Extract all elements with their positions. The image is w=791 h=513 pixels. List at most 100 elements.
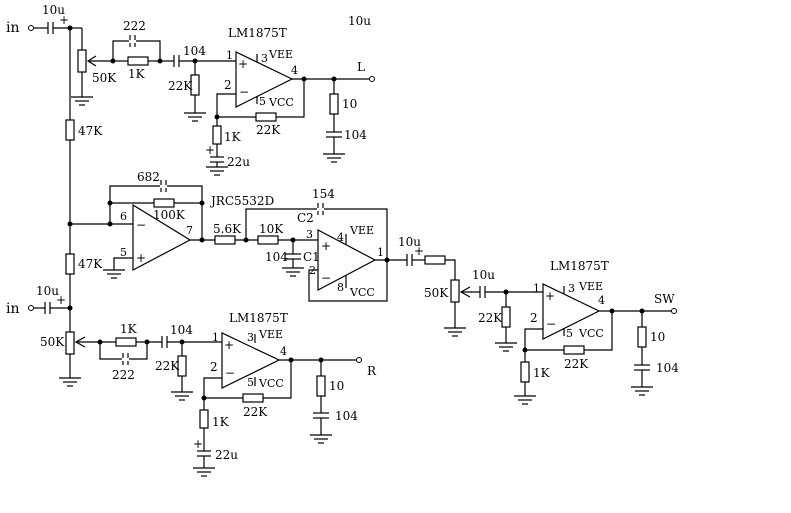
right-input-cap-label: 10u — [36, 284, 59, 298]
left-zobel-resistor — [329, 93, 339, 115]
left-volume-pot — [77, 49, 87, 73]
left-feedback-resistor — [255, 112, 277, 122]
left-zobel-res-label: 10 — [342, 97, 357, 111]
left-gain-cap-label: 22u — [227, 155, 250, 169]
left-amp-lm1875: + − — [235, 51, 294, 108]
svg-text:−: − — [225, 366, 235, 380]
svg-text:+: + — [193, 437, 203, 451]
right-feedback-res-label: 22K — [243, 405, 268, 419]
svg-text:3: 3 — [261, 52, 268, 65]
sub-amp-lm1875: + − — [542, 283, 601, 340]
left-input-label: in — [6, 20, 20, 36]
right-input-res-label: 22K — [155, 359, 180, 373]
left-gain-resistor — [212, 125, 222, 145]
left-bass-resistor — [127, 56, 149, 66]
left-input-capacitor — [47, 22, 54, 34]
lowpass-resistor — [257, 235, 279, 245]
svg-text:5: 5 — [566, 327, 573, 340]
left-pot-label: 50K — [92, 71, 117, 85]
left-feedback-res-label: 22K — [256, 123, 281, 137]
sub-zobel-resistor — [637, 326, 647, 348]
svg-text:6: 6 — [120, 210, 127, 223]
left-channel: in 10u + 50K 222 1K 104 — [6, 3, 375, 176]
mixer-amp-jrc5532: − + — [132, 203, 192, 271]
svg-text:+: + — [56, 293, 66, 307]
svg-text:VEE: VEE — [268, 48, 293, 61]
left-bass-cap-label: 222 — [123, 19, 146, 33]
sum-resistor-bottom — [65, 253, 75, 275]
c2-name-label: C2 — [297, 211, 314, 225]
svg-text:VCC: VCC — [578, 327, 604, 340]
svg-text:5: 5 — [120, 246, 127, 259]
svg-text:1: 1 — [533, 282, 540, 295]
svg-text:4: 4 — [280, 345, 287, 358]
left-bass-res-label: 1K — [128, 67, 146, 81]
svg-text:−: − — [321, 271, 331, 285]
svg-text:7: 7 — [186, 224, 193, 237]
svg-text:+: + — [321, 239, 331, 253]
svg-text:VCC: VCC — [258, 377, 284, 390]
sub-gain-resistor — [520, 361, 530, 383]
stray-label: 10u — [348, 14, 371, 28]
svg-text:3: 3 — [306, 228, 313, 241]
sub-channel: 10u 22K + − LM1875T 1 2 3 VEE 4 5 VCC SW… — [472, 259, 679, 405]
left-coupling-cap-label: 104 — [183, 44, 206, 58]
mixer-amp-name: JRC5532D — [209, 194, 274, 208]
lowpass-res-label: 10K — [259, 222, 284, 236]
sub-zobel-cap-label: 104 — [656, 361, 679, 375]
svg-text:3: 3 — [247, 331, 254, 344]
lowpass-series-resistor — [424, 255, 446, 265]
left-amp-name: LM1875T — [228, 26, 287, 40]
svg-text:−: − — [239, 85, 249, 99]
right-amp-lm1875: + − — [221, 332, 281, 389]
svg-text:2: 2 — [530, 311, 538, 325]
right-zobel-cap-label: 104 — [335, 409, 358, 423]
sub-feedback-res-label: 22K — [564, 357, 589, 371]
right-gain-resistor — [199, 409, 209, 429]
left-output-terminal — [369, 76, 375, 82]
svg-text:4: 4 — [598, 294, 605, 307]
left-output-label: L — [357, 60, 365, 74]
right-bass-resistor — [115, 337, 137, 347]
left-gain-res-label: 1K — [224, 130, 242, 144]
svg-text:+: + — [414, 244, 424, 258]
right-feedback-resistor — [242, 393, 264, 403]
svg-text:4: 4 — [337, 231, 344, 244]
c2-value-label: 154 — [312, 187, 335, 201]
mixer-series-resistor — [214, 235, 236, 245]
right-channel: in 10u + 50K 1K 222 104 22K — [6, 284, 377, 477]
c1-value-label: 104 — [265, 250, 288, 264]
svg-text:1: 1 — [212, 331, 219, 344]
svg-text:VEE: VEE — [578, 280, 603, 293]
right-bass-res-label: 1K — [120, 322, 138, 336]
svg-text:2: 2 — [224, 78, 232, 92]
svg-text:8: 8 — [337, 281, 344, 294]
left-zobel-cap-label: 104 — [344, 128, 367, 142]
right-output-label: R — [367, 364, 377, 378]
right-volume-pot — [65, 331, 75, 355]
mixer-stage: 47K 47K 682 100K − + JRC5532D 6 5 7 5 — [65, 28, 274, 308]
lowpass-out-cap-label: 10u — [398, 235, 421, 249]
svg-text:2: 2 — [210, 360, 218, 374]
right-input-terminal — [28, 305, 34, 311]
right-gain-cap-label: 22u — [215, 448, 238, 462]
mixer-fb-cap-label: 682 — [137, 170, 160, 184]
sub-feedback-resistor — [563, 345, 585, 355]
sub-output-terminal — [671, 308, 677, 314]
sum-resistor-top — [65, 119, 75, 141]
svg-text:VEE: VEE — [258, 328, 283, 341]
svg-text:+: + — [545, 289, 555, 303]
svg-text:−: − — [546, 317, 556, 331]
right-bass-cap-label: 222 — [112, 368, 135, 382]
svg-text:−: − — [136, 218, 146, 232]
sub-input-resistor — [501, 306, 511, 328]
right-gain-res-label: 1K — [212, 415, 230, 429]
svg-text:3: 3 — [568, 282, 575, 295]
sum-res-top-label: 47K — [78, 124, 103, 138]
left-input-cap-label: 10u — [42, 3, 65, 17]
right-pot-label: 50K — [40, 335, 65, 349]
svg-text:5: 5 — [259, 95, 266, 108]
svg-text:+: + — [136, 251, 146, 265]
sub-pot-label: 50K — [424, 286, 449, 300]
